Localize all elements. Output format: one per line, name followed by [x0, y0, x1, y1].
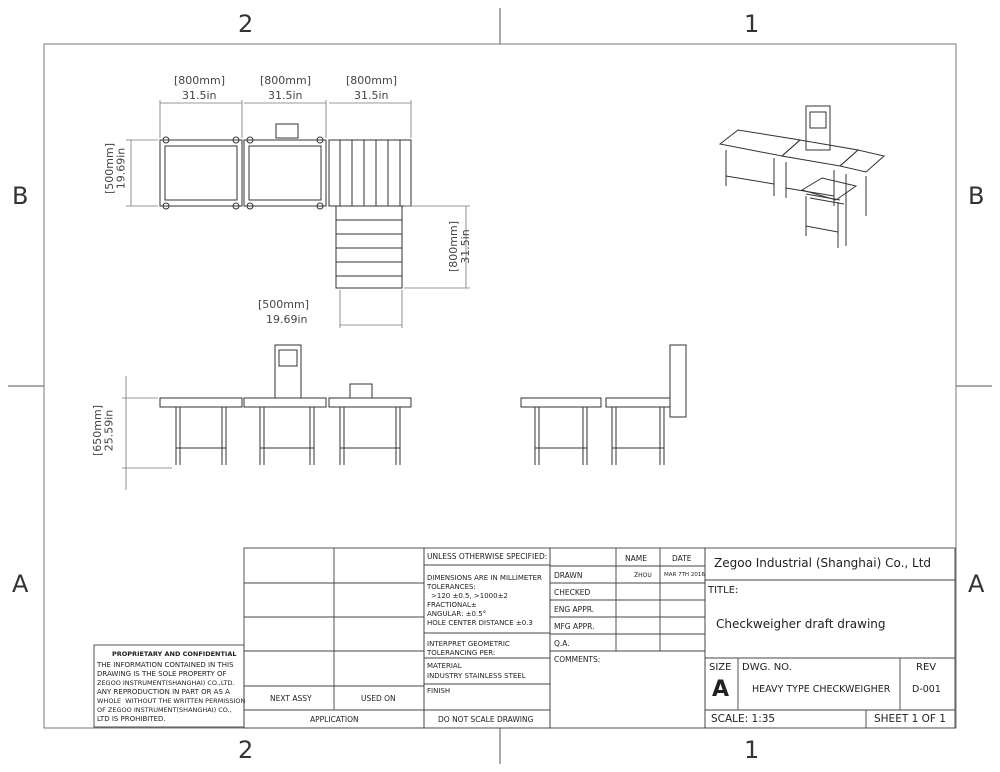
- size-value: A: [712, 677, 730, 702]
- isometric-view: [718, 105, 886, 248]
- dim-3-in: 31.5in: [354, 89, 389, 102]
- zone-label-right-a: A: [968, 570, 985, 598]
- dim-3-mm: [800mm]: [346, 74, 398, 87]
- zone-label-top-2: 2: [238, 10, 254, 38]
- tol-line-1: DIMENSIONS ARE IN MILLIMETER: [427, 574, 542, 582]
- zone-label-left-b: B: [12, 182, 29, 210]
- top-view: [159, 123, 412, 289]
- interpret-line-1: INTERPRET GEOMETRIC: [427, 640, 510, 648]
- interpret-line-2: TOLERANCING PER:: [427, 649, 496, 657]
- dim-2-in: 31.5in: [268, 89, 303, 102]
- zone-label-top-1: 1: [744, 10, 760, 38]
- qa-label: Q.A.: [554, 639, 570, 648]
- tol-line-4: FRACTIONAL±: [427, 601, 477, 609]
- tol-line-3: >120 ±0.5, >1000±2: [431, 592, 508, 600]
- rev-value: D-001: [912, 684, 941, 695]
- dwg-no-label: DWG. NO.: [742, 662, 792, 673]
- date-header: DATE: [672, 554, 692, 563]
- do-not-scale-label: DO NOT SCALE DRAWING: [438, 715, 534, 724]
- unless-label: UNLESS OTHERWISE SPECIFIED:: [427, 552, 548, 561]
- proprietary-line-2: DRAWING IS THE SOLE PROPERTY OF: [97, 670, 227, 678]
- used-on-label: USED ON: [361, 694, 396, 703]
- next-assy-label: NEXT ASSY: [270, 694, 312, 703]
- proprietary-line-1: THE INFORMATION CONTAINED IN THIS: [97, 661, 234, 669]
- application-label: APPLICATION: [310, 715, 359, 724]
- scale-label: SCALE: 1:35: [711, 713, 776, 725]
- proprietary-line-4: ANY REPRODUCTION IN PART OR AS A: [97, 688, 230, 696]
- drawn-label: DRAWN: [554, 571, 583, 580]
- material-value: INDUSTRY STAINLESS STEEL: [427, 672, 526, 680]
- front-view: [159, 344, 412, 465]
- dim-1-mm: [800mm]: [174, 74, 226, 87]
- eng-appr-label: ENG APPR.: [554, 605, 595, 614]
- dim-left-in: 19.69in: [114, 147, 128, 190]
- company-name: Zegoo Industrial (Shanghai) Co., Ltd: [714, 556, 932, 570]
- dim-bottom-mm: [500mm]: [258, 298, 310, 311]
- proprietary-line-5: WHOLE WITHOUT THE WRITTEN PERMISSION: [97, 697, 246, 705]
- proprietary-line-3: ZEGOO INSTRUMENT(SHANGHAI) CO.,LTD.: [97, 679, 235, 687]
- title-value: Checkweigher draft drawing: [716, 617, 886, 631]
- comments-label: COMMENTS:: [554, 655, 601, 664]
- tol-line-2: TOLERANCES:: [427, 583, 476, 591]
- tol-line-6: HOLE CENTER DISTANCE ±0.3: [427, 619, 533, 627]
- dim-right-in: 31.5in: [458, 229, 472, 264]
- zone-label-left-a: A: [12, 570, 29, 598]
- dim-height-in: 25.59in: [102, 409, 116, 452]
- dim-1-in: 31.5in: [182, 89, 217, 102]
- side-view: [520, 344, 687, 465]
- zone-label-right-b: B: [968, 182, 985, 210]
- zone-label-bottom-2: 2: [238, 736, 254, 764]
- checked-label: CHECKED: [554, 588, 591, 597]
- drawn-name: ZHOU: [634, 572, 652, 579]
- zone-label-bottom-1: 1: [744, 736, 760, 764]
- dwg-no-value: HEAVY TYPE CHECKWEIGHER: [752, 684, 891, 695]
- title-block-grid: [93, 547, 956, 729]
- proprietary-title: PROPRIETARY AND CONFIDENTIAL: [112, 650, 237, 658]
- rev-label: REV: [916, 662, 937, 673]
- name-header: NAME: [625, 554, 647, 563]
- sheet-label: SHEET 1 OF 1: [874, 713, 946, 725]
- title-label: TITLE:: [708, 585, 739, 596]
- dim-2-mm: [800mm]: [260, 74, 312, 87]
- mfg-appr-label: MFG APPR.: [554, 622, 595, 631]
- tol-line-5: ANGULAR: ±0.5°: [427, 610, 487, 618]
- proprietary-line-6: OF ZEGOO INSTRUMENT(SHANGHAI) CO.,: [97, 706, 232, 714]
- finish-label: FINISH: [427, 687, 451, 695]
- dim-bottom-in: 19.69in: [266, 313, 308, 326]
- size-label: SIZE: [709, 662, 732, 673]
- material-label: MATERIAL: [427, 662, 462, 670]
- drawn-date: MAR 7TH 2016: [664, 572, 705, 578]
- proprietary-line-7: LTD IS PROHIBITED.: [97, 715, 166, 723]
